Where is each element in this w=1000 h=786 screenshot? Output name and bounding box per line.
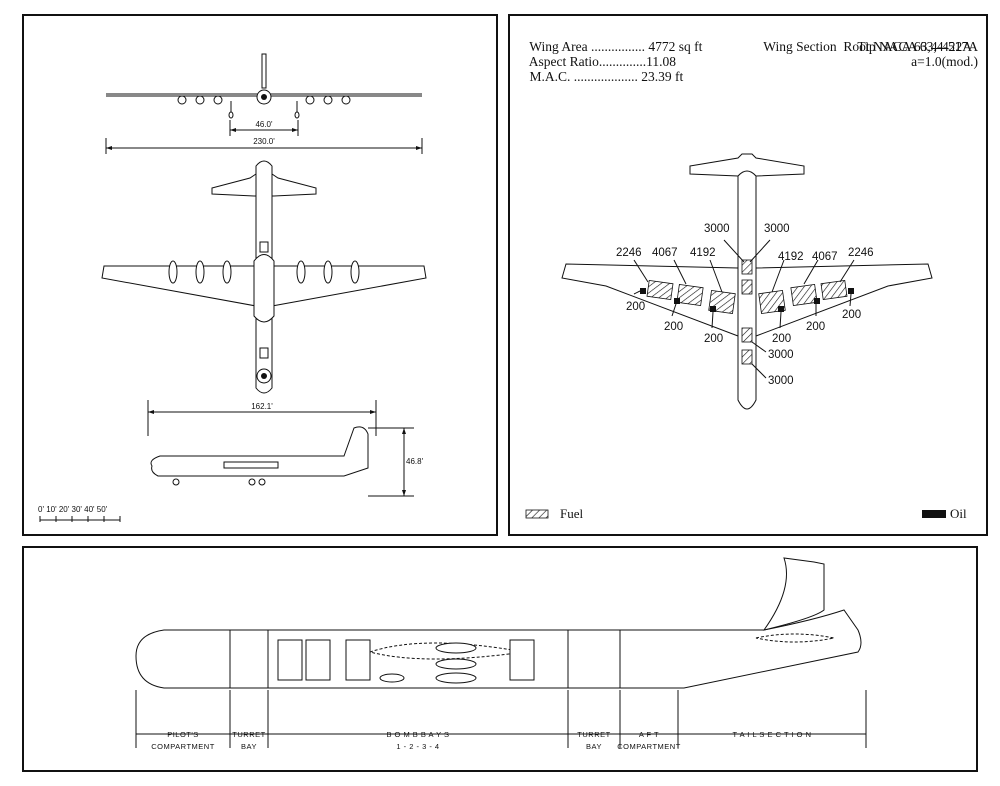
length-dim-label: 162.1': [251, 402, 273, 411]
tank-layout-panel: Wing Area ................ 4772 sq ft As…: [508, 14, 988, 536]
spec-mac: M.A.C. ................... 23.39 ft: [516, 54, 684, 99]
bomb-load: [277, 639, 535, 684]
section-turret2-line2: BAY: [586, 742, 602, 751]
three-view-drawing: 46.0' 230.0' 162.1': [38, 53, 427, 522]
fuel-label-left-3: 4192: [690, 247, 716, 259]
legend-fuel-label: Fuel: [560, 506, 584, 521]
section-aft-line2: COMPARTMENT: [617, 742, 681, 751]
legend: Fuel Oil: [525, 506, 967, 521]
three-view-panel: 46.0' 230.0' 162.1': [22, 14, 498, 536]
spec-mean-line: a=1.0(mod.): [911, 54, 978, 69]
fuselage-fuel-label-2: 3000: [768, 375, 794, 387]
length-dimension: 162.1': [147, 400, 377, 436]
airframe-outline: [561, 153, 933, 410]
section-dimension-line: [135, 690, 867, 748]
spec-wing-section-label: Wing Section: [763, 39, 837, 54]
inboard-profile-drawing: PILOT'S COMPARTMENT TURRET BAY B O M B B…: [135, 557, 867, 751]
spec-wing-area-value: 4772 sq ft: [648, 39, 703, 54]
spec-root-section: Root NACA 63,4-422A: [843, 39, 972, 54]
oil-label-4: 200: [772, 333, 791, 345]
section-aft-line1: A F T: [639, 730, 659, 739]
section-tail: T A I L S E C T I O N: [733, 730, 812, 739]
section-turret2-line1: TURRET: [577, 730, 610, 739]
scale-label: 0' 10' 20' 30' 40' 50': [38, 505, 108, 514]
tread-dim-label: 46.0': [255, 120, 273, 129]
span-dim-label: 230.0': [253, 137, 275, 146]
fuselage-profile: [135, 557, 862, 689]
front-view: [106, 53, 422, 119]
oil-swatch: [922, 510, 946, 518]
oil-label-2: 200: [664, 321, 683, 333]
inboard-profile-panel: PILOT'S COMPARTMENT TURRET BAY B O M B B…: [22, 546, 978, 772]
fuel-label-right-1: 4192: [778, 251, 804, 263]
fuselage-fuel-label-1: 3000: [768, 349, 794, 361]
spec-wing-area: Wing Area ................ 4772 sq ft: [516, 24, 702, 69]
spec-aspect-ratio-label: Aspect Ratio..............: [528, 54, 647, 69]
oil-label-3: 200: [704, 333, 723, 345]
fuel-tanks: [646, 259, 848, 365]
spec-wing-area-label: Wing Area ................: [529, 39, 645, 54]
height-dimension: 46.8': [368, 427, 424, 497]
spec-aspect-ratio: Aspect Ratio..............11.08: [516, 39, 676, 84]
spec-tip-section: Tip NACA 63,4-517A: [857, 39, 978, 54]
fuel-swatch: [525, 509, 549, 519]
tread-dimension: 46.0': [229, 120, 299, 136]
fuel-label-center-right: 3000: [764, 223, 790, 235]
side-view: [150, 426, 369, 486]
section-bomb-line2: 1 - 2 - 3 - 4: [396, 742, 439, 751]
fuel-label-left-2: 4067: [652, 247, 678, 259]
span-dimension: 230.0': [105, 137, 423, 154]
fuel-label-left-1: 2246: [616, 247, 642, 259]
section-bomb-line1: B O M B B A Y S: [386, 730, 449, 739]
spec-mac-label: M.A.C. ...................: [529, 69, 638, 84]
section-turret-line2: BAY: [241, 742, 257, 751]
plan-view: [101, 160, 427, 394]
oil-label-5: 200: [806, 321, 825, 333]
fuel-label-right-3: 2246: [848, 247, 874, 259]
fuel-label-center-left: 3000: [704, 223, 730, 235]
oil-label-6: 200: [842, 309, 861, 321]
section-pilot-line1: PILOT'S: [167, 730, 199, 739]
height-dim-label: 46.8': [406, 457, 424, 466]
spec-mac-value: 23.39 ft: [641, 69, 684, 84]
spec-wing-section: Wing Section Root NACA 63,4-422A: [750, 24, 972, 69]
legend-oil-label: Oil: [950, 506, 967, 521]
oil-label-1: 200: [626, 301, 645, 313]
leader-lines: [633, 239, 855, 379]
section-pilot-line2: COMPARTMENT: [151, 742, 215, 751]
section-turret-line1: TURRET: [232, 730, 265, 739]
oil-tanks: [640, 288, 854, 312]
scale-bar: 0' 10' 20' 30' 40' 50': [38, 505, 121, 522]
tank-diagram: 2246 4067 4192 3000 3000 4192 4067 2246 …: [525, 153, 967, 521]
spec-aspect-ratio-value: 11.08: [646, 54, 677, 69]
fuel-label-right-2: 4067: [812, 251, 838, 263]
